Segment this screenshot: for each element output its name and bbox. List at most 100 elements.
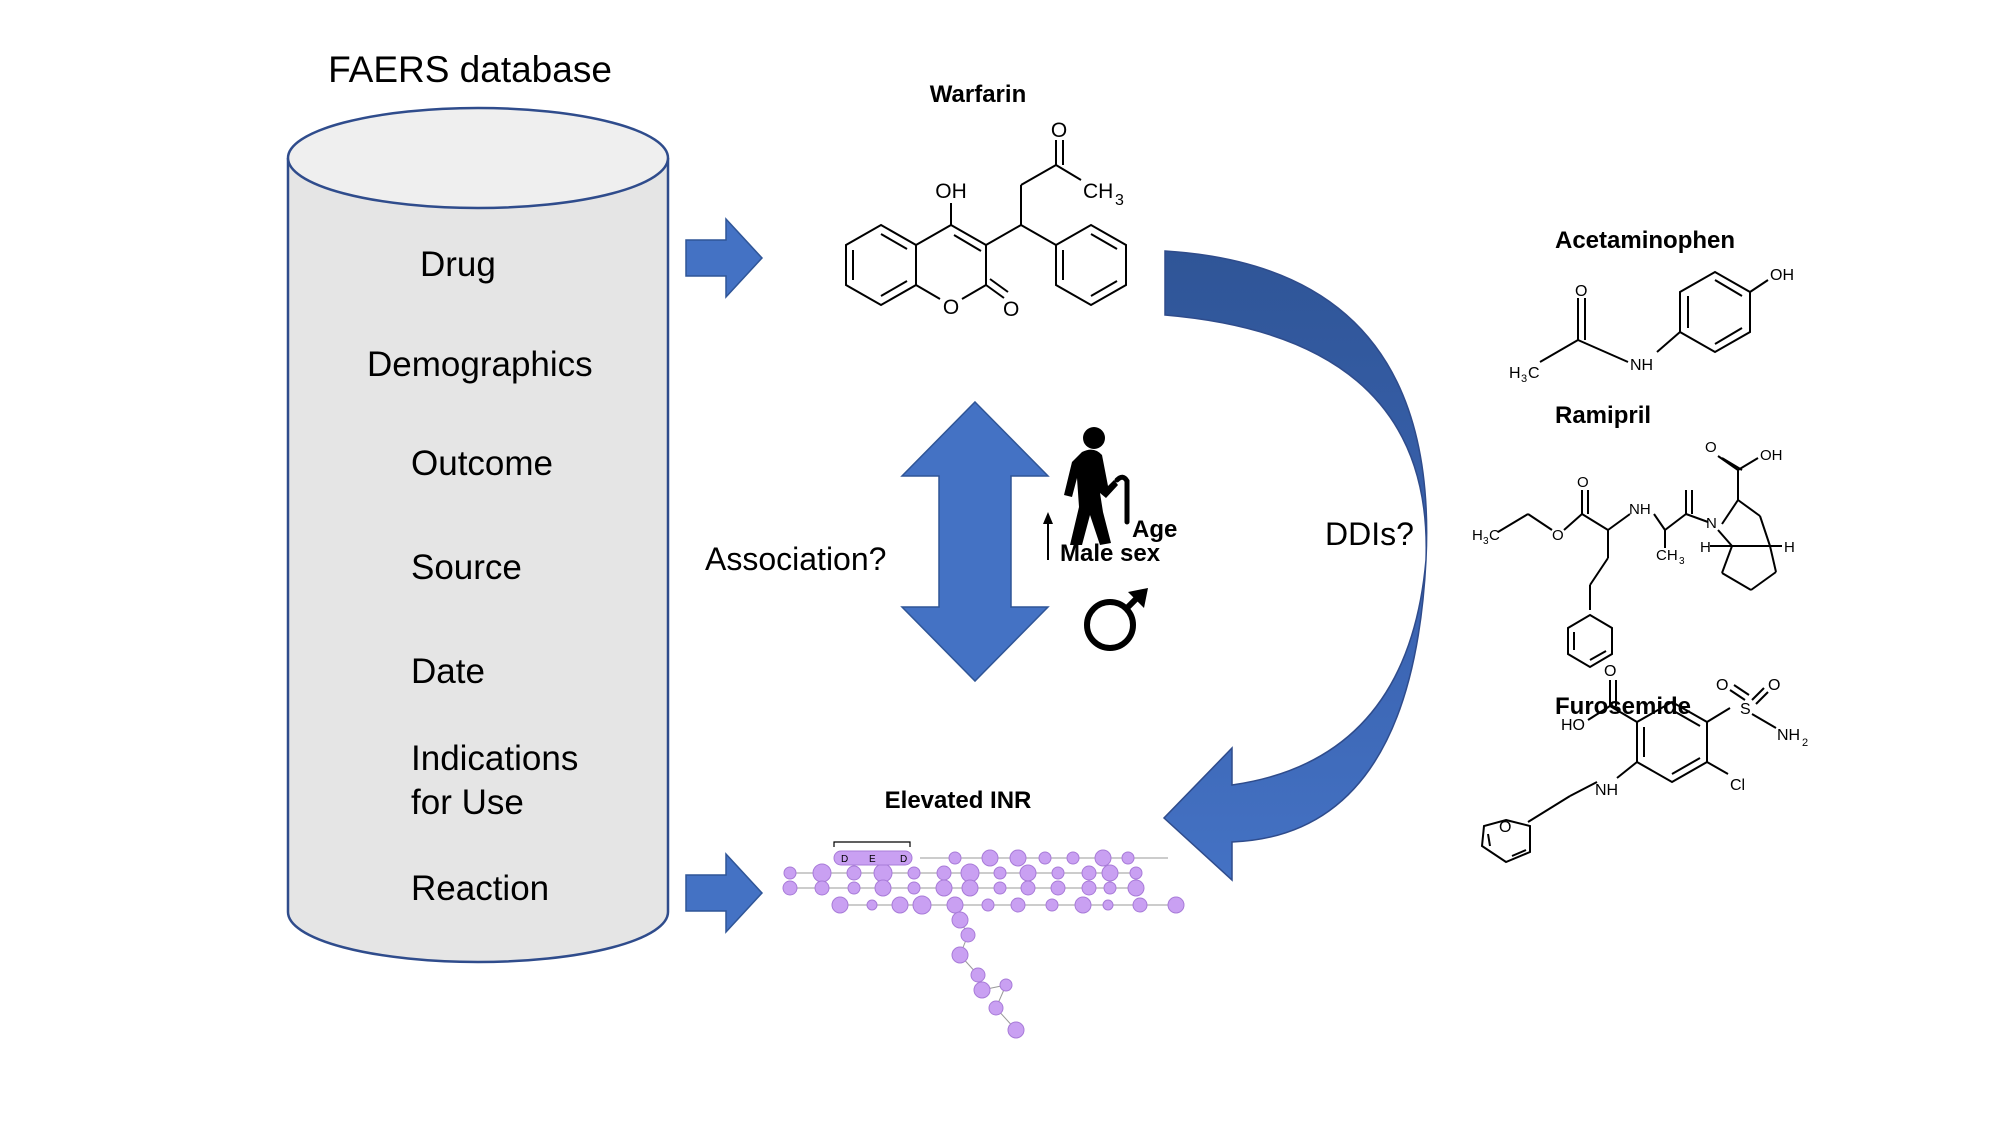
elevated-inr-title: Elevated INR xyxy=(885,787,1032,814)
acetaminophen-h: H xyxy=(1509,365,1521,382)
inr-node xyxy=(981,849,999,867)
database-cylinder-body xyxy=(286,158,670,964)
ramipril-n: N xyxy=(1706,515,1717,532)
inr-node xyxy=(812,863,832,883)
inr-node xyxy=(981,898,995,912)
inr-node xyxy=(1129,866,1143,880)
inr-node xyxy=(1066,851,1080,865)
elderly-person-icon xyxy=(1064,427,1130,545)
inr-node xyxy=(874,879,892,897)
inr-node xyxy=(873,863,893,883)
inr-node xyxy=(973,981,991,999)
database-cylinder-top xyxy=(286,106,670,210)
faers-database: FAERS database Drug Demographics Outcome… xyxy=(286,49,670,964)
warfarin-ch3: CH xyxy=(1083,180,1113,203)
association-label: Association? xyxy=(705,541,886,577)
inr-sequence-bar xyxy=(833,850,913,866)
acetaminophen-c: C xyxy=(1528,365,1540,382)
inr-seq-label-e: E xyxy=(869,854,876,865)
inr-node xyxy=(1081,865,1097,881)
inr-node xyxy=(960,927,976,943)
furosemide-o-s2: O xyxy=(1768,677,1780,694)
inr-node xyxy=(1103,881,1117,895)
ramipril-h-left: H xyxy=(1700,539,1711,556)
ramipril-h: H xyxy=(1472,527,1483,544)
furosemide-o-s1: O xyxy=(1716,677,1728,694)
reaction-right-arrow xyxy=(685,852,764,934)
ramipril-structure: Ramipril xyxy=(1472,402,1795,669)
acetaminophen-oh: OH xyxy=(1770,267,1794,284)
acetaminophen-o: O xyxy=(1575,283,1587,300)
inr-node xyxy=(951,911,969,929)
ramipril-h-right: H xyxy=(1784,539,1795,556)
acetaminophen-structure: Acetaminophen OH O H 3 C NH xyxy=(1509,227,1794,385)
warfarin-title: Warfarin xyxy=(930,81,1026,108)
warfarin-carbonyl-o: O xyxy=(1003,298,1019,321)
field-for-use: for Use xyxy=(411,783,524,822)
ramipril-c: C xyxy=(1489,527,1500,544)
inr-seq-label-d2: D xyxy=(900,854,907,865)
drug-right-arrow xyxy=(685,217,764,299)
ramipril-nh: NH xyxy=(1629,501,1651,518)
ddi-curved-arrow xyxy=(1162,250,1428,882)
inr-node xyxy=(1167,896,1185,914)
warfarin-ketone-o: O xyxy=(1051,119,1067,142)
male-sex-label: Male sex xyxy=(1060,540,1161,567)
inr-node xyxy=(960,863,980,883)
association-double-arrow xyxy=(900,400,1050,683)
ramipril-sub3b: 3 xyxy=(1679,556,1685,567)
inr-node xyxy=(1010,897,1026,913)
inr-bracket xyxy=(833,841,911,847)
furosemide-nh: NH xyxy=(1777,727,1800,744)
furan-ring xyxy=(1480,818,1531,864)
inr-node xyxy=(1081,880,1097,896)
warfarin-ch3-sub: 3 xyxy=(1115,192,1124,209)
inr-node xyxy=(907,866,921,880)
field-demographics: Demographics xyxy=(367,345,593,384)
ramipril-o2: O xyxy=(1705,439,1717,456)
furosemide-structure: Furosemide xyxy=(1480,663,1808,864)
inr-seq-label-d1: D xyxy=(841,854,848,865)
ramipril-sub3a: 3 xyxy=(1483,536,1489,547)
inr-node xyxy=(1074,896,1092,914)
acetaminophen-nh: NH xyxy=(1630,357,1653,374)
inr-node xyxy=(999,978,1013,992)
inr-node xyxy=(1121,851,1135,865)
male-symbol-icon xyxy=(1084,588,1148,651)
field-source: Source xyxy=(411,548,522,587)
ramipril-ch: CH xyxy=(1656,547,1678,564)
inr-nodes xyxy=(782,849,1185,1039)
ramipril-oh: OH xyxy=(1760,447,1783,464)
acetaminophen-title: Acetaminophen xyxy=(1555,227,1735,254)
inr-node xyxy=(946,896,964,914)
ramipril-o3: O xyxy=(1552,527,1564,544)
age-label: Age xyxy=(1132,516,1177,543)
inr-node xyxy=(1127,879,1145,897)
ramipril-o1: O xyxy=(1577,474,1589,491)
inr-node xyxy=(1019,864,1037,882)
inr-node xyxy=(831,896,849,914)
inr-node xyxy=(993,881,1007,895)
field-outcome: Outcome xyxy=(411,444,553,483)
field-indications: Indications xyxy=(411,739,578,778)
inr-node xyxy=(1102,899,1114,911)
inr-node xyxy=(1094,849,1112,867)
inr-node xyxy=(951,946,969,964)
inr-node xyxy=(993,866,1007,880)
inr-node xyxy=(936,865,952,881)
inr-node xyxy=(970,967,986,983)
furosemide-sub2: 2 xyxy=(1802,737,1808,749)
inr-node xyxy=(1050,880,1066,896)
inr-node xyxy=(814,880,830,896)
inr-node xyxy=(935,879,953,897)
inr-node xyxy=(948,851,962,865)
inr-node xyxy=(1038,851,1052,865)
ramipril-title: Ramipril xyxy=(1555,402,1651,429)
warfarin-oh: OH xyxy=(935,180,967,203)
furosemide-ho: HO xyxy=(1561,717,1585,734)
inr-node xyxy=(1051,866,1065,880)
furosemide-amine: NH xyxy=(1595,782,1618,799)
inr-node xyxy=(891,896,909,914)
inr-node xyxy=(783,866,797,880)
